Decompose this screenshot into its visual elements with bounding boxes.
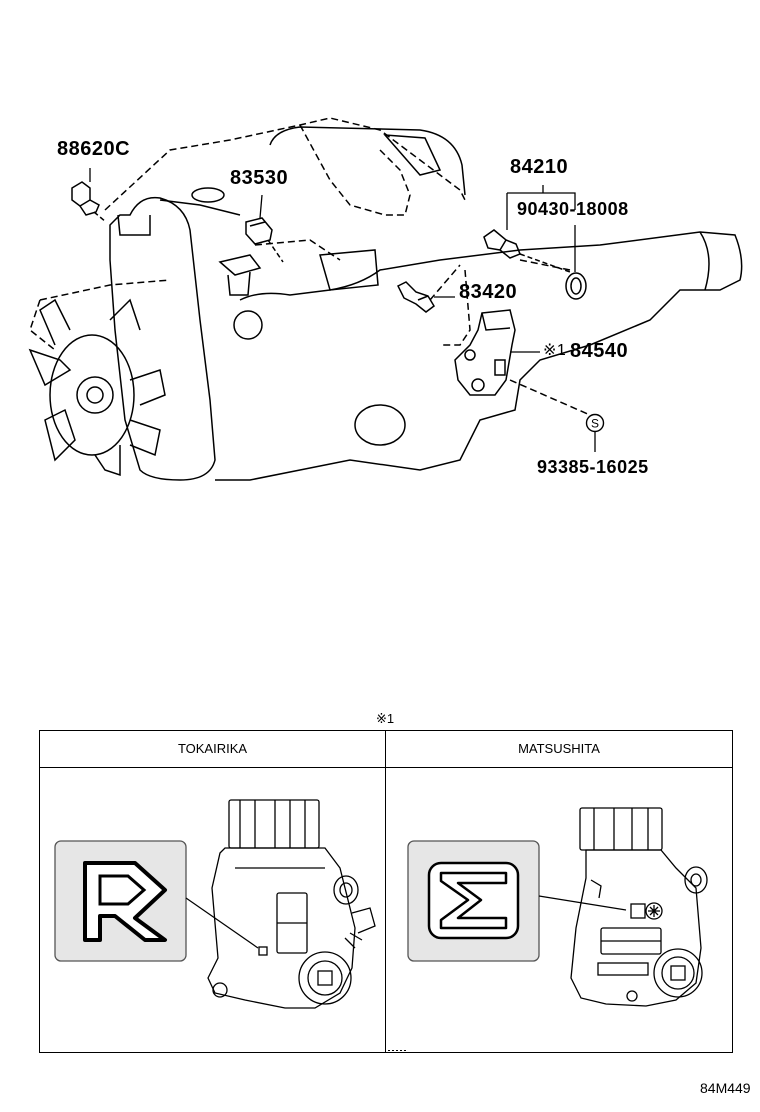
engine-block-body <box>28 126 743 481</box>
table-header-matsushita: MATSUSHITA <box>518 741 600 756</box>
figure-id: 84M449 <box>700 1080 751 1096</box>
part-84540-neutral-start-switch <box>454 309 540 396</box>
label-83420: 83420 <box>459 281 518 303</box>
tokairika-switch-illustration <box>54 799 376 1009</box>
label-93385-16025: 93385-16025 <box>537 457 649 477</box>
matsushita-logo-icon <box>407 840 540 962</box>
part-83420-sender <box>396 281 455 313</box>
label-88620c: 88620C <box>57 138 131 160</box>
label-84210: 84210 <box>510 156 569 178</box>
label-83530: 83530 <box>230 167 289 189</box>
s-symbol-text: S <box>591 417 599 431</box>
matsushita-switch-illustration <box>407 807 708 1007</box>
cooling-fan <box>28 298 166 477</box>
table-note-mark: ※1 <box>376 711 395 726</box>
table-header-tokairika: TOKAIRIKA <box>177 741 248 756</box>
label-84540-note-mark: ※1 <box>543 342 567 359</box>
part-84210-switch <box>483 185 576 273</box>
label-90430-18008: 90430-18008 <box>517 199 629 219</box>
tokairika-logo-icon <box>54 840 187 962</box>
part-83530-switch <box>245 194 284 263</box>
part-90430-gasket <box>565 272 587 300</box>
engine-block-outline <box>29 117 591 416</box>
tokairika-switch-body <box>207 799 376 1009</box>
part-88620c-sensor <box>71 168 107 223</box>
s-symbol-icon: S <box>585 413 605 433</box>
label-84540: 84540 <box>570 340 629 362</box>
matsushita-switch-body <box>570 807 708 1007</box>
